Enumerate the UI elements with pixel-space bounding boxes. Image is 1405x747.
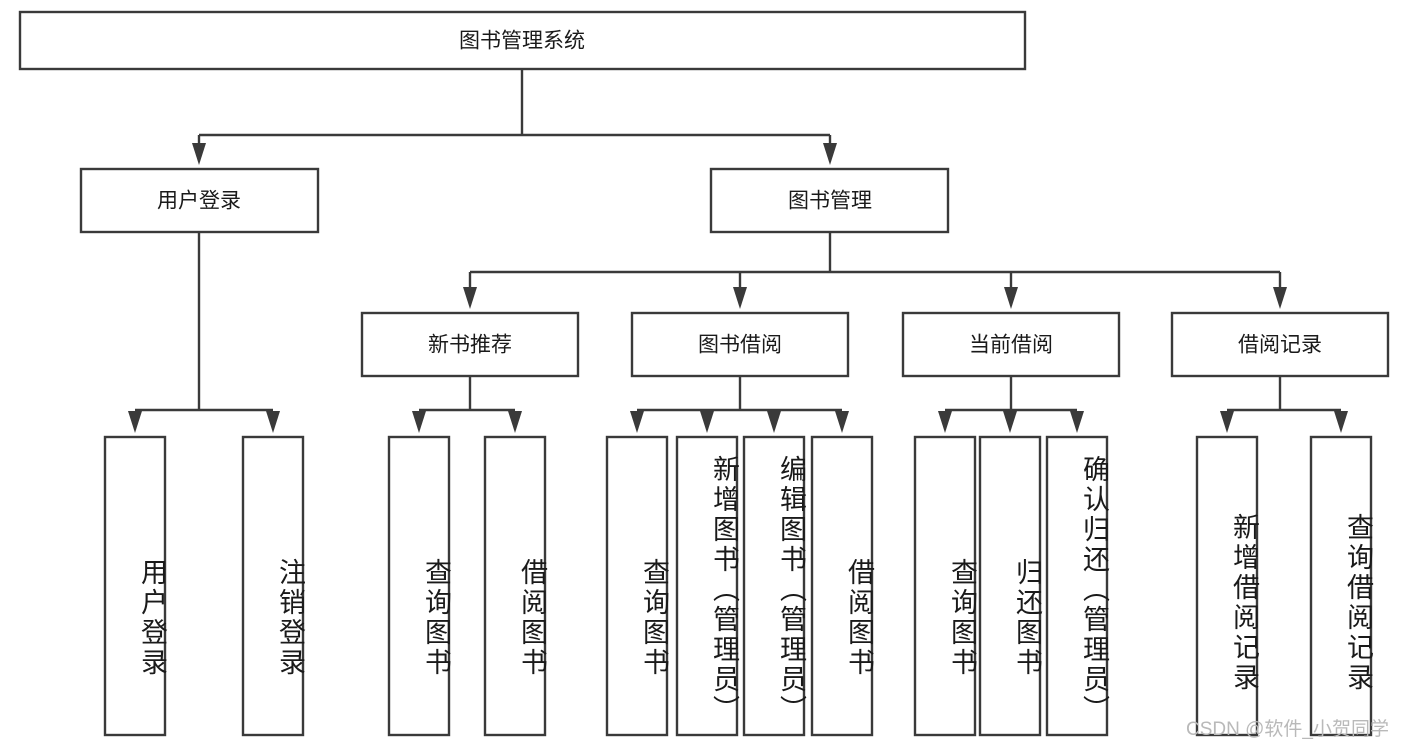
node-book-borrow-box[interactable] [630, 311, 850, 378]
arrowhead-leaf-borrow-book-1 [508, 411, 522, 433]
connector-group-borrow-record [1220, 376, 1348, 433]
node-leaf-query-book-1-box[interactable] [387, 435, 451, 737]
connector-group-book-manage [463, 232, 1287, 309]
connector-group-current-borrow [938, 376, 1084, 433]
arrowhead-leaf-return-book [1003, 411, 1017, 433]
node-book-borrow[interactable]: 图书借阅 [630, 311, 850, 378]
node-leaf-query-book-3-box[interactable] [913, 435, 977, 737]
node-user-login-box[interactable] [79, 167, 320, 234]
node-leaf-edit-book-box[interactable] [742, 435, 806, 737]
node-leaf-borrow-book-2-box[interactable] [810, 435, 874, 737]
node-root-label: 图书管理系统 [459, 30, 585, 53]
node-leaf-query-record-box[interactable] [1309, 435, 1373, 737]
arrowhead-leaf-borrow-book-2 [835, 411, 849, 433]
leaf-boxes-group [103, 435, 1373, 737]
node-leaf-confirm-return-box[interactable] [1045, 435, 1109, 737]
node-book-manage-label: 图书管理 [788, 190, 872, 213]
node-user-login[interactable]: 用户登录 [79, 167, 320, 234]
node-root[interactable]: 图书管理系统 [18, 10, 1027, 71]
node-borrow-record-box[interactable] [1170, 311, 1390, 378]
connector-group-root [192, 69, 837, 165]
arrowhead-leaf-add-book [700, 411, 714, 433]
node-leaf-user-logout-box[interactable] [241, 435, 305, 737]
node-user-login-label: 用户登录 [157, 190, 241, 213]
arrowhead-leaf-user-logout [266, 411, 280, 433]
arrowhead-leaf-add-record [1220, 411, 1234, 433]
node-leaf-add-book-box[interactable] [675, 435, 739, 737]
connector-group-book-borrow [630, 376, 849, 433]
node-leaf-borrow-book-1-box[interactable] [483, 435, 547, 737]
node-borrow-record-label: 借阅记录 [1238, 334, 1322, 357]
arrowhead-new-book-rec [463, 287, 477, 309]
watermark-text: CSDN @软件_小贺同学 [1186, 719, 1389, 740]
node-current-borrow[interactable]: 当前借阅 [901, 311, 1121, 378]
arrowhead-leaf-query-book-3 [938, 411, 952, 433]
arrowhead-leaf-query-book-2 [630, 411, 644, 433]
arrowhead-user-login [192, 143, 206, 165]
arrowhead-leaf-query-record [1334, 411, 1348, 433]
node-leaf-add-record-box[interactable] [1195, 435, 1259, 737]
arrowhead-borrow-record [1273, 287, 1287, 309]
arrowhead-leaf-confirm-return [1070, 411, 1084, 433]
node-root-box[interactable] [18, 10, 1027, 71]
arrowhead-book-borrow [733, 287, 747, 309]
arrowhead-leaf-query-book-1 [412, 411, 426, 433]
arrowhead-leaf-edit-book [767, 411, 781, 433]
node-current-borrow-box[interactable] [901, 311, 1121, 378]
node-new-book-rec-box[interactable] [360, 311, 580, 378]
node-borrow-record[interactable]: 借阅记录 [1170, 311, 1390, 378]
connector-group-user-login [128, 232, 280, 433]
node-current-borrow-label: 当前借阅 [969, 334, 1053, 357]
node-book-borrow-label: 图书借阅 [698, 334, 782, 357]
node-book-manage[interactable]: 图书管理 [709, 167, 950, 234]
connector-group-new-book-rec [412, 376, 522, 433]
node-leaf-return-book-box[interactable] [978, 435, 1042, 737]
arrowhead-leaf-user-login [128, 411, 142, 433]
arrowhead-book-manage [823, 143, 837, 165]
arrowhead-current-borrow [1004, 287, 1018, 309]
node-leaf-user-login-box[interactable] [103, 435, 167, 737]
node-new-book-rec-label: 新书推荐 [428, 334, 512, 357]
node-leaf-query-book-2-box[interactable] [605, 435, 669, 737]
node-book-manage-box[interactable] [709, 167, 950, 234]
node-new-book-rec[interactable]: 新书推荐 [360, 311, 580, 378]
